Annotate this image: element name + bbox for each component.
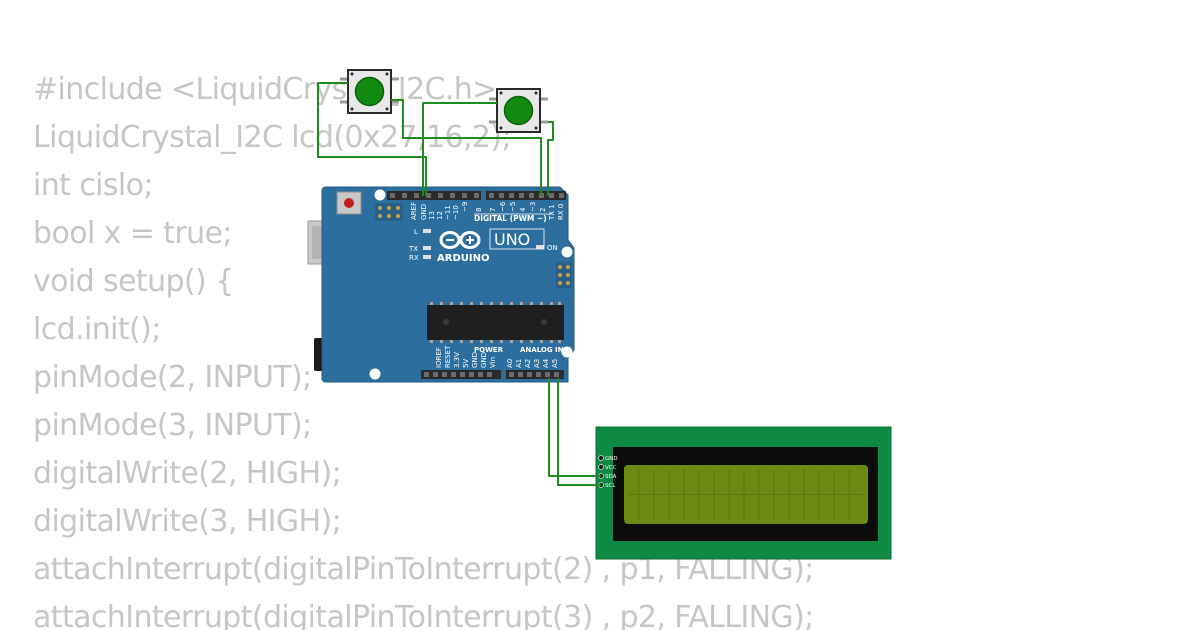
wire-scl[interactable]: [557, 378, 601, 486]
code-line: int cislo;: [33, 168, 154, 203]
code-line: #include <LiquidCrystal_I2C.h>: [33, 72, 497, 107]
wire-button2-pin2[interactable]: [547, 121, 554, 196]
wire-button2-gnd[interactable]: [422, 102, 497, 196]
digital-header-right: [486, 191, 566, 200]
arduino-brand-text: ARDUINO: [437, 253, 489, 264]
led-tx: [423, 246, 431, 250]
pin-label: ~6: [499, 201, 507, 212]
led-tx-label: TX: [408, 245, 418, 253]
pin-label: ~11: [444, 205, 452, 220]
code-line: lcd.init();: [33, 312, 161, 347]
lcd-character-grid: [628, 469, 864, 520]
pin-label: RX 0: [557, 204, 565, 220]
analog-pin-labels: A0 A1 A2 A3 A4 A5: [506, 358, 559, 368]
pin-label: 12: [436, 211, 444, 220]
pin-label: ~9: [461, 202, 469, 212]
lcd-pin-sda: SDA: [605, 474, 617, 480]
atmega-chip: [427, 302, 564, 343]
pin-label: 2: [539, 208, 547, 212]
digital-header-left: [387, 191, 481, 200]
icsp-header: [375, 203, 403, 221]
mounting-hole: [561, 346, 573, 358]
digital-header-label: DIGITAL (PWM ~): [474, 214, 547, 223]
lcd-pin-gnd: GND: [605, 456, 618, 462]
pin-label: 4: [519, 207, 527, 212]
lcd-pin-scl: SCL: [605, 483, 616, 489]
wire-button1-gnd[interactable]: [317, 82, 427, 196]
pin-label: RESET: [444, 345, 452, 368]
pin-label: Vin: [489, 357, 497, 368]
power-pin-labels: IOREF RESET 3.3V 5V GND GND Vin: [435, 345, 497, 368]
wire-sda[interactable]: [548, 378, 601, 477]
lcd-i2c-pins: GND VCC SDA SCL: [598, 455, 618, 489]
pin-label: A3: [533, 359, 541, 368]
pin-label: 8: [475, 208, 483, 212]
digital-pin-labels: AREF GND 13 12 ~11 ~10 ~9 8 7 ~6 ~5 4 ~3…: [410, 201, 565, 221]
led-rx-label: RX: [409, 254, 419, 262]
wires[interactable]: [317, 82, 601, 486]
led-rx: [423, 255, 431, 259]
pin-label: AREF: [410, 202, 418, 220]
pin-label: GND: [471, 352, 479, 368]
power-header-label: POWER: [474, 346, 504, 354]
reset-button-cap[interactable]: [344, 198, 354, 208]
pin-label: A1: [515, 359, 523, 368]
icsp-header-right: [556, 262, 572, 288]
power-header: [421, 370, 501, 379]
pin-label: IOREF: [435, 347, 443, 368]
pin-label: 5V: [462, 359, 470, 368]
pin-label: TX 1: [548, 204, 556, 221]
analog-header: [506, 370, 564, 379]
pin-label: GND: [480, 352, 488, 368]
pin-label: A5: [551, 359, 559, 368]
led-on: [536, 245, 544, 249]
analog-header-label: ANALOG IN: [520, 346, 564, 354]
pushbutton-2[interactable]: [489, 88, 548, 133]
pin-label: ~3: [529, 202, 537, 212]
pin-label: A0: [506, 359, 514, 368]
arduino-uno-board[interactable]: AREF GND 13 12 ~11 ~10 ~9 8 7 ~6 ~5 4 ~3…: [307, 186, 575, 383]
pin-label: ~5: [509, 202, 517, 212]
code-line: attachInterrupt(digitalPinToInterrupt(3)…: [33, 600, 814, 630]
pin-label: A4: [542, 358, 550, 368]
led-l-label: L: [414, 228, 418, 236]
code-overlay: #include <LiquidCrystal_I2C.h> LiquidCry…: [33, 66, 814, 630]
code-line: bool x = true;: [33, 216, 232, 251]
lcd-pin-vcc: VCC: [605, 465, 617, 471]
code-line: digitalWrite(2, HIGH);: [33, 456, 342, 491]
pin-label: ~10: [452, 205, 460, 220]
uno-model-text: UNO: [494, 230, 530, 249]
uno-box: [489, 228, 545, 250]
code-line: pinMode(3, INPUT);: [33, 408, 312, 443]
mounting-hole: [374, 189, 386, 201]
wire-button1-pin3[interactable]: [391, 99, 542, 196]
arduino-logo: ARDUINO: [437, 231, 489, 264]
pushbutton-1[interactable]: [340, 69, 399, 114]
pin-label: 7: [489, 208, 497, 212]
pin-label: 13: [428, 211, 436, 220]
code-line: pinMode(2, INPUT);: [33, 360, 312, 395]
led-l: [423, 229, 431, 233]
button-cap[interactable]: [354, 76, 385, 107]
mounting-hole: [561, 246, 573, 258]
led-on-label: ON: [547, 244, 558, 252]
board-leds: L TX RX ON: [408, 228, 558, 262]
lcd-16x2-i2c[interactable]: GND VCC SDA SCL: [595, 426, 892, 560]
pin-label: A2: [524, 359, 532, 368]
code-line: digitalWrite(3, HIGH);: [33, 504, 342, 539]
pin-label: 3.3V: [453, 352, 461, 368]
button-cap[interactable]: [503, 95, 534, 126]
pin-label: GND: [420, 204, 428, 220]
code-line: void setup() {: [33, 264, 234, 299]
mounting-hole: [369, 368, 381, 380]
